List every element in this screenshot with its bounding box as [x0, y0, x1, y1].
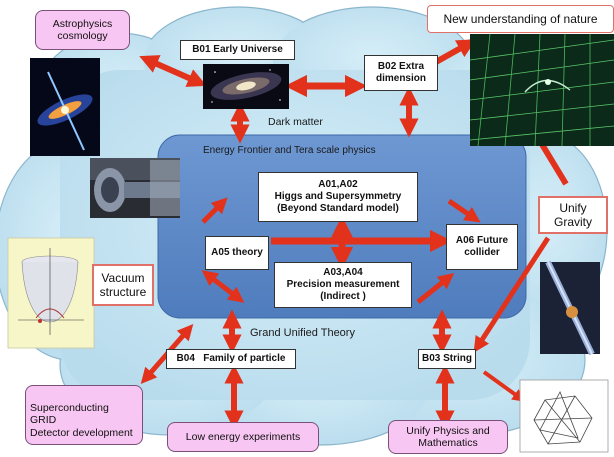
- vacuum-structure-callout: Vacuum structure: [92, 264, 154, 306]
- arrow-a03-a06: [416, 273, 455, 304]
- b02-extra-dimension-box: B02 Extra dimension: [364, 55, 438, 91]
- a01-line2: Higgs and Supersymmetry: [274, 191, 402, 203]
- superconducting-line2: GRID: [30, 414, 57, 427]
- higgs-potential-plot: [7, 237, 95, 349]
- unify-gravity-callout: Unify Gravity: [538, 196, 608, 234]
- galaxy-image: [203, 64, 289, 109]
- a01-line1: A01,A02: [318, 179, 358, 191]
- a06-label: A06 Future collider: [455, 235, 509, 258]
- a01-a02-higgs-box: A01,A02 Higgs and Supersymmetry (Beyond …: [258, 172, 418, 222]
- arrow-a05-a03: [201, 270, 245, 303]
- b04-label: B04 Family of particle: [176, 353, 286, 365]
- linear-collider-image: [540, 260, 600, 356]
- superconducting-line3: Detector development: [30, 426, 133, 439]
- superconducting-line1: Superconducting: [30, 402, 109, 414]
- unify-physics-text: Unify Physics and Mathematics: [406, 424, 490, 449]
- b03-string-box: B03 String: [418, 349, 476, 369]
- energy-frontier-label: Energy Frontier and Tera scale physics: [203, 145, 376, 156]
- low-energy-text: Low energy experiments: [185, 430, 301, 443]
- a06-future-collider-box: A06 Future collider: [446, 224, 518, 270]
- low-energy-experiments-box: Low energy experiments: [167, 422, 319, 452]
- b01-early-universe-box: B01 Early Universe: [180, 40, 295, 60]
- extra-dimension-grid-image: [469, 33, 614, 147]
- grand-unified-theory-label: Grand Unified Theory: [250, 327, 355, 339]
- new-understanding-text: New understanding of nature: [443, 11, 598, 26]
- vacuum-structure-text: Vacuum structure: [99, 270, 147, 299]
- arrow-gravity-b03: [473, 236, 551, 353]
- unify-gravity-text: Unify Gravity: [553, 200, 592, 229]
- astrophysical-jet-image: [30, 58, 100, 156]
- a05-label: A05 theory: [211, 247, 263, 259]
- a03-line2: Precision measurement: [286, 279, 400, 291]
- a03-line3: (Indirect ): [320, 290, 366, 302]
- arrow-b02-newunderstanding: [434, 39, 477, 65]
- arrows: [139, 39, 569, 430]
- arrow-b03-polytope: [482, 370, 526, 402]
- arrow-astro-b01: [139, 55, 207, 87]
- a05-theory-box: A05 theory: [205, 236, 269, 270]
- b04-family-of-particle-box: B04 Family of particle: [166, 349, 296, 369]
- astrophysics-cosmology-box: Astrophysics cosmology: [35, 10, 130, 50]
- polytope-image: [519, 379, 609, 453]
- a03-line1: A03,A04: [323, 267, 363, 279]
- b01-label: B01 Early Universe: [192, 44, 283, 56]
- astrophysics-cosmology-text: Astrophysics cosmology: [52, 17, 113, 42]
- unify-physics-math-box: Unify Physics and Mathematics: [388, 420, 508, 454]
- dark-matter-label: Dark matter: [268, 116, 323, 128]
- arrow-a01-a06: [447, 198, 481, 223]
- arrow-a05-a01: [201, 197, 228, 224]
- a01-line3: (Beyond Standard model): [277, 202, 399, 214]
- collider-tunnel-image: [90, 158, 180, 218]
- a03-a04-precision-box: A03,A04 Precision measurement (Indirect …: [274, 262, 412, 308]
- superconducting-box: Superconducting GRID Detector developmen…: [25, 385, 143, 445]
- b03-label: B03 String: [421, 353, 472, 365]
- b02-label: B02 Extra dimension: [375, 61, 426, 84]
- new-understanding-box: New understanding of nature: [427, 5, 614, 33]
